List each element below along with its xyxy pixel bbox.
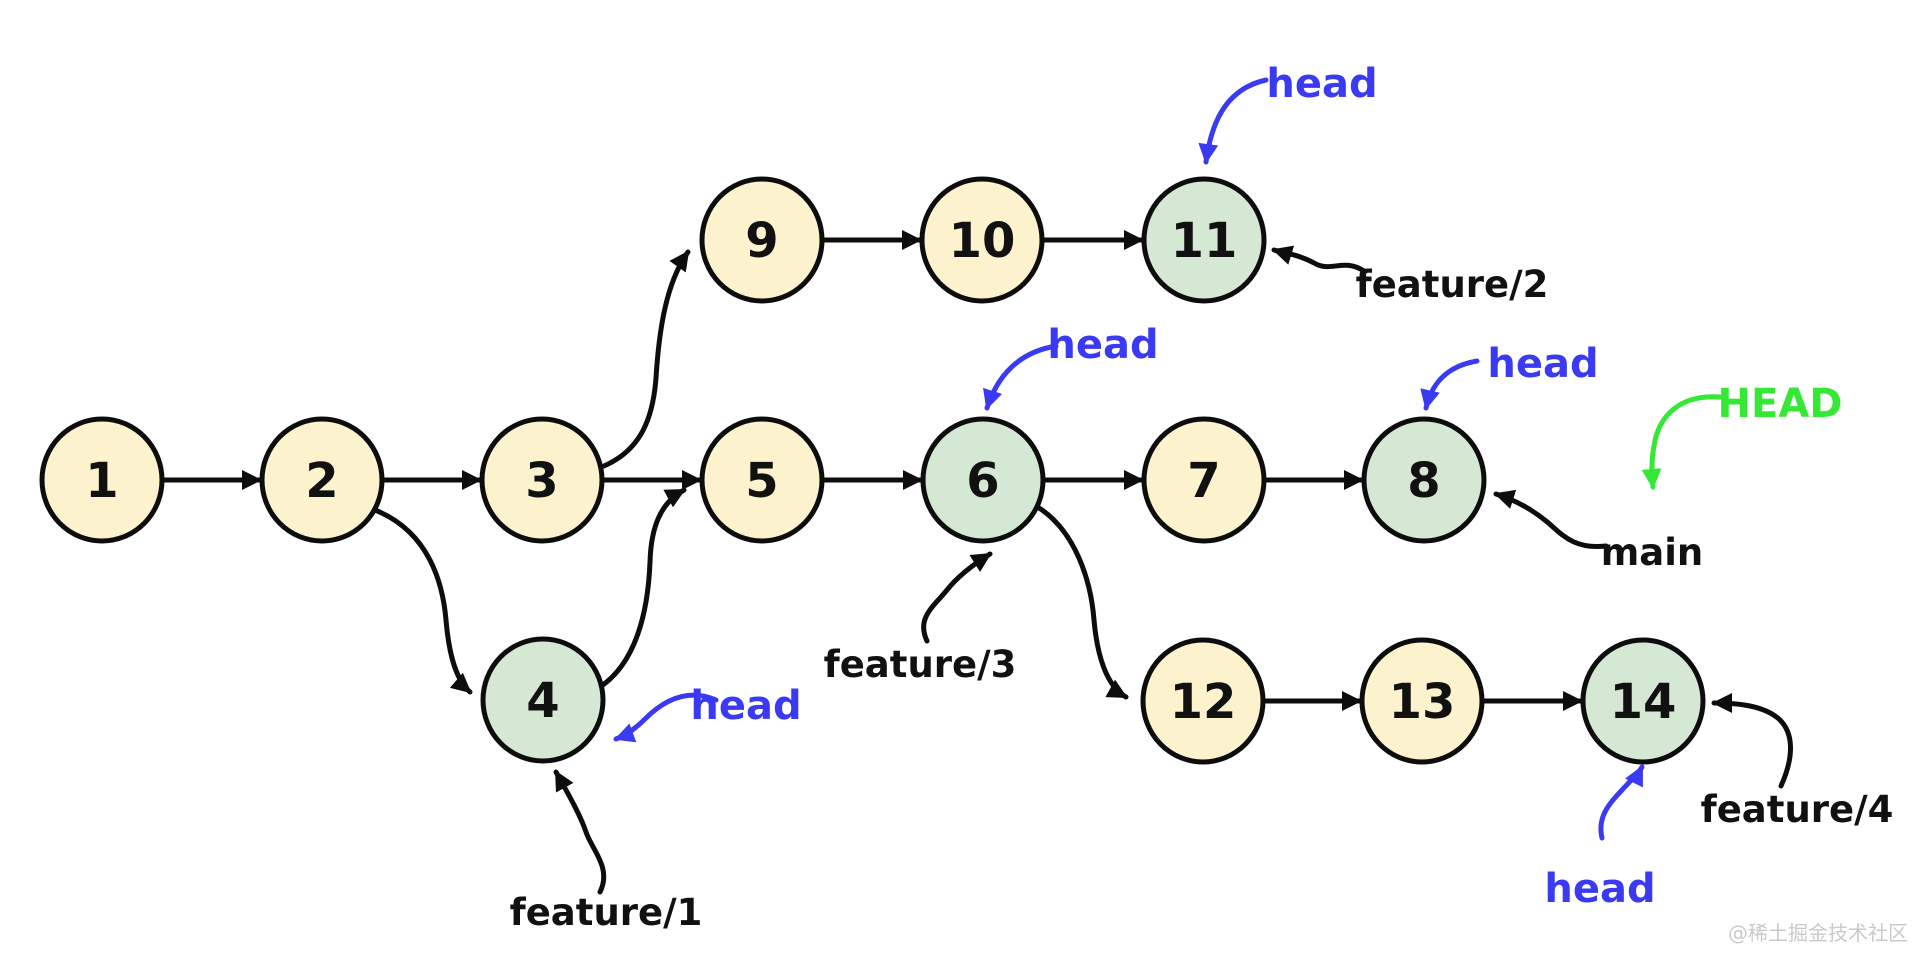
commit-label: 3 [525, 453, 558, 509]
feature2-label: feature/2 [1356, 263, 1549, 306]
edge-6-12 [1033, 503, 1129, 700]
commit-circle [1580, 637, 1706, 765]
commit-node-8: 8 [1361, 416, 1487, 544]
commit-circle [1141, 416, 1267, 544]
commit-node-13: 13 [1359, 637, 1485, 765]
feature1-label: feature/1 [510, 891, 703, 934]
head-arrow-to-14 [1598, 764, 1645, 841]
commit-node-7: 7 [1141, 416, 1267, 544]
commit-circle [699, 176, 825, 304]
commit-circle [480, 636, 606, 764]
head-arrow-to-4 [613, 692, 719, 743]
feature2-arrow-to-11 [1271, 245, 1367, 274]
feature4-label: feature/4 [1701, 788, 1894, 831]
commit-label: 4 [526, 673, 559, 729]
commit-node-11: 11 [1141, 176, 1267, 304]
main-arrow-to-8 [1493, 489, 1609, 550]
commit-circle [919, 176, 1045, 304]
commit-node-5: 5 [699, 416, 825, 544]
commit-circle [1361, 416, 1487, 544]
feature3-arrow-to-6 [921, 551, 993, 644]
commit-node-9: 9 [699, 176, 825, 304]
commit-circle [1359, 637, 1485, 765]
head-label-6: head [1047, 322, 1158, 368]
head-label-14: head [1544, 866, 1655, 912]
commit-label: 2 [305, 453, 338, 509]
commit-label: 13 [1389, 674, 1456, 730]
commit-label: 10 [949, 213, 1016, 269]
head-arrow-to-6 [983, 343, 1059, 411]
commit-node-2: 2 [259, 416, 385, 544]
head-arrow-to-8 [1420, 358, 1480, 411]
commit-label: 8 [1407, 453, 1440, 509]
commit-circle [479, 416, 605, 544]
commit-label: 5 [745, 453, 778, 509]
commit-circle [920, 416, 1046, 544]
watermark-text: @稀土掘金技术社区 [1728, 921, 1908, 945]
main-label: main [1601, 531, 1704, 574]
head-label-4: head [690, 683, 801, 729]
feature4-arrow-to-14 [1711, 693, 1793, 789]
head-label-8: head [1487, 341, 1598, 387]
feature1-arrow-to-4 [553, 769, 607, 895]
commit-node-14: 14 [1580, 637, 1706, 765]
commit-circle [1141, 176, 1267, 304]
edge-4-5 [597, 487, 687, 690]
commit-circle [39, 416, 165, 544]
head-label-11: head [1266, 61, 1377, 107]
commit-label: 7 [1187, 453, 1220, 509]
HEAD-arrow-to-main [1641, 394, 1723, 490]
commit-label: 9 [745, 213, 778, 269]
commit-node-4: 4 [480, 636, 606, 764]
commit-node-6: 6 [920, 416, 1046, 544]
head-arrow-to-11 [1198, 77, 1269, 165]
edge-2-4 [372, 507, 473, 695]
feature3-label: feature/3 [824, 643, 1017, 686]
commit-node-10: 10 [919, 176, 1045, 304]
commit-circle [259, 416, 385, 544]
commit-label: 12 [1170, 674, 1237, 730]
commit-node-12: 12 [1140, 637, 1266, 765]
commit-circle [699, 416, 825, 544]
commit-circle [1140, 637, 1266, 765]
commit-label: 1 [85, 453, 118, 509]
commit-label: 11 [1171, 213, 1238, 269]
commit-label: 14 [1610, 674, 1677, 730]
commit-node-1: 1 [39, 416, 165, 544]
commit-label: 6 [966, 453, 999, 509]
edge-3-9 [601, 249, 691, 469]
commit-node-3: 3 [479, 416, 605, 544]
HEAD-label: HEAD [1718, 381, 1843, 427]
